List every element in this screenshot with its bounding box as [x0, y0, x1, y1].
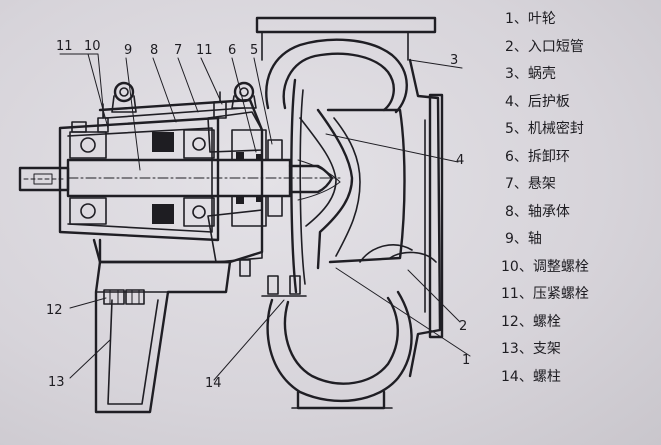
- callout-10: 10: [84, 39, 101, 54]
- callout-1: 1: [462, 353, 470, 368]
- callout-11-left: 11: [56, 39, 73, 54]
- legend-item-1: 1、叶轮: [505, 11, 556, 27]
- shaft: [18, 158, 341, 198]
- leader-lines: [59, 53, 471, 381]
- legend-item-4: 4、后护板: [505, 93, 570, 110]
- pump-cross-section-drawing: 11 10 9 8 7 11 6 5 3 4 2 1 12 13 14: [18, 16, 471, 414]
- callout-9: 9: [124, 43, 132, 58]
- legend-item-11: 11、压紧螺栓: [501, 286, 589, 302]
- legend-item-5: 5、机械密封: [505, 121, 584, 137]
- legend-item-2: 2、入口短管: [505, 38, 584, 55]
- volute-casing: [255, 16, 444, 410]
- callout-11-right: 11: [196, 43, 213, 58]
- legend-item-13: 13、支架: [501, 341, 561, 357]
- callout-4: 4: [456, 153, 464, 168]
- legend-item-8: 8、轴承体: [505, 203, 570, 220]
- callout-3: 3: [450, 53, 458, 68]
- parts-legend: 1、叶轮 2、入口短管 3、蜗壳 4、后护板 5、机械密封 6、拆卸环 7、悬架…: [501, 6, 655, 391]
- callout-8: 8: [150, 43, 158, 58]
- legend-item-9: 9、轴: [505, 231, 542, 247]
- callout-13: 13: [48, 375, 65, 390]
- bearing-housing: [58, 116, 220, 242]
- legend-item-12: 12、螺栓: [501, 313, 561, 330]
- legend-item-10: 10、调整螺栓: [501, 258, 589, 275]
- callout-2: 2: [459, 319, 467, 334]
- mounting-bolts: [103, 289, 145, 305]
- studs: [261, 275, 307, 297]
- legend-item-3: 3、蜗壳: [505, 66, 556, 82]
- callout-5: 5: [250, 43, 258, 58]
- compression-bolts: [213, 91, 251, 277]
- callout-14: 14: [205, 376, 222, 391]
- legend-item-14: 14、螺柱: [501, 368, 561, 385]
- callout-12: 12: [46, 303, 63, 318]
- callout-7: 7: [174, 43, 182, 58]
- disassembly-ring: [267, 139, 283, 217]
- back-liner: [290, 78, 306, 294]
- legend-item-6: 6、拆卸环: [505, 148, 570, 165]
- legend-item-7: 7、悬架: [505, 176, 556, 192]
- mechanical-seal: [231, 129, 267, 227]
- callout-6: 6: [228, 43, 236, 58]
